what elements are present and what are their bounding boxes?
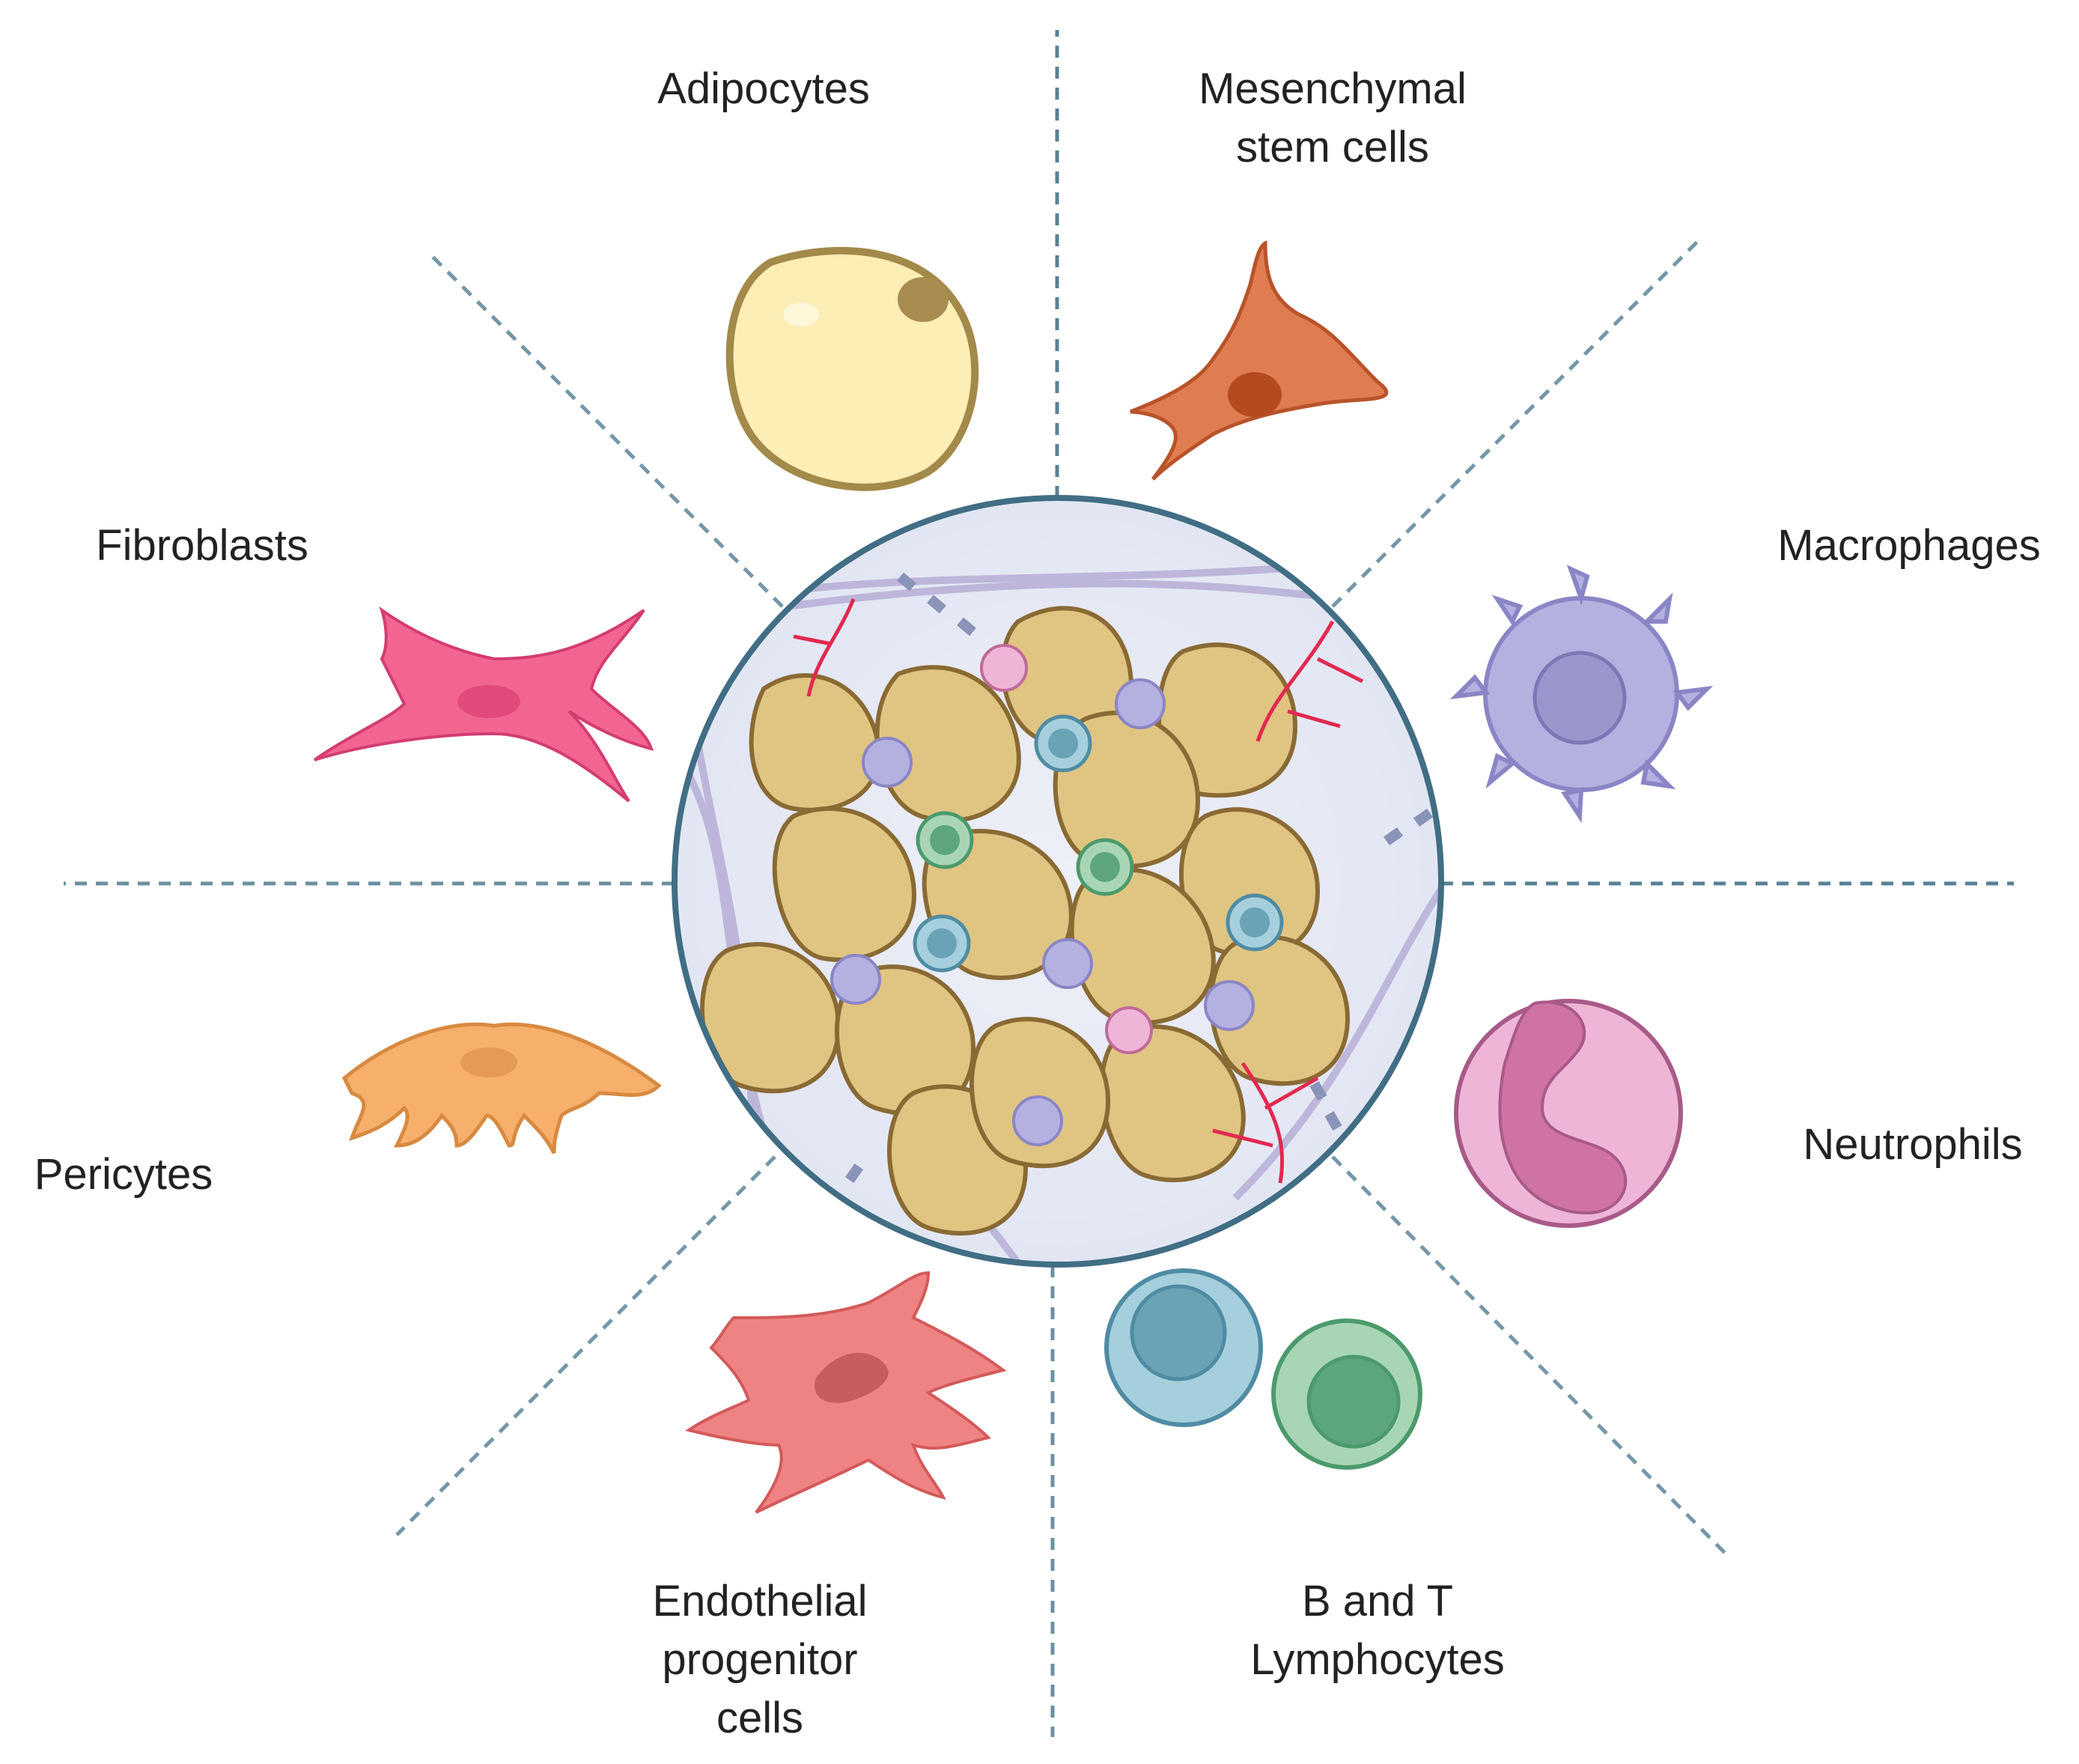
label-endothelial-progenitor-cells: Endothelial progenitor cells — [652, 1577, 868, 1742]
capillaries — [793, 598, 1364, 1184]
macrophage-illustration — [1449, 565, 1714, 824]
label-mesenchymal-stem-cells: Mesenchymal stem cells — [1199, 64, 1467, 171]
label-fibroblasts: Fibroblasts — [96, 521, 308, 570]
label-macrophages: Macrophages — [1777, 521, 2041, 570]
label-adipocytes: Adipocytes — [657, 64, 870, 113]
label-b-and-t-lymphocytes: B and T Lymphocytes — [1250, 1577, 1505, 1684]
divider-bottom-right — [1331, 1155, 1727, 1555]
divider-lines — [64, 30, 2014, 1737]
fibroblast-illustration — [313, 606, 654, 803]
neutrophil-illustration — [1454, 999, 1683, 1228]
tissue-circle-border — [672, 495, 1444, 1268]
tissue-immune-cells — [830, 644, 1284, 1146]
adipose-tissue-circle — [672, 495, 1444, 1268]
label-pericytes: Pericytes — [34, 1150, 213, 1199]
mesenchymal-stem-cell-illustration — [1130, 240, 1389, 481]
divider-top-left — [429, 253, 784, 608]
pericyte-illustration — [341, 1022, 662, 1155]
endothelial-progenitor-cell-illustration — [685, 1271, 1007, 1514]
fat-cell-cluster — [699, 606, 1351, 1236]
label-neutrophils: Neutrophils — [1803, 1120, 2023, 1169]
lymphocytes-illustration — [1104, 1268, 1422, 1470]
divider-top-right — [1331, 234, 1705, 608]
fibre-beads — [844, 572, 1434, 1184]
divider-bottom-left — [395, 1155, 776, 1536]
adipocyte-cell-illustration — [725, 246, 979, 491]
